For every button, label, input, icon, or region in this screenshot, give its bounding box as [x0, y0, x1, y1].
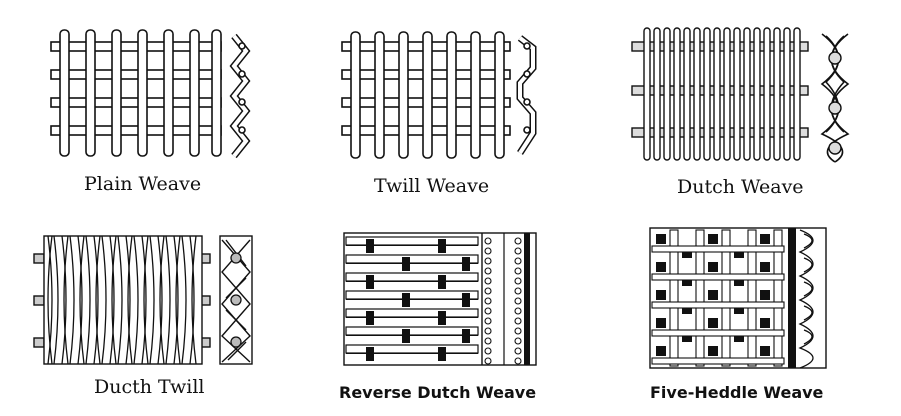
plain-weave-diagram: [50, 29, 251, 159]
plain-weave-label: Plain Weave: [84, 173, 202, 195]
reverse-dutch-weave-diagram: [343, 232, 537, 366]
five-heddle-weave-diagram: [649, 227, 827, 369]
twill-weave-diagram: [341, 31, 537, 159]
dutch-twill-diagram: [33, 235, 253, 365]
twill-weave-label: Twill Weave: [374, 175, 490, 197]
reverse-dutch-weave-label: Reverse Dutch Weave: [339, 383, 537, 402]
dutch-weave-diagram: [631, 27, 850, 163]
dutch-weave-label: Dutch Weave: [677, 176, 804, 198]
five-heddle-weave-label: Five-Heddle Weave: [650, 383, 824, 402]
dutch-twill-label: Ducth Twill: [94, 376, 205, 398]
